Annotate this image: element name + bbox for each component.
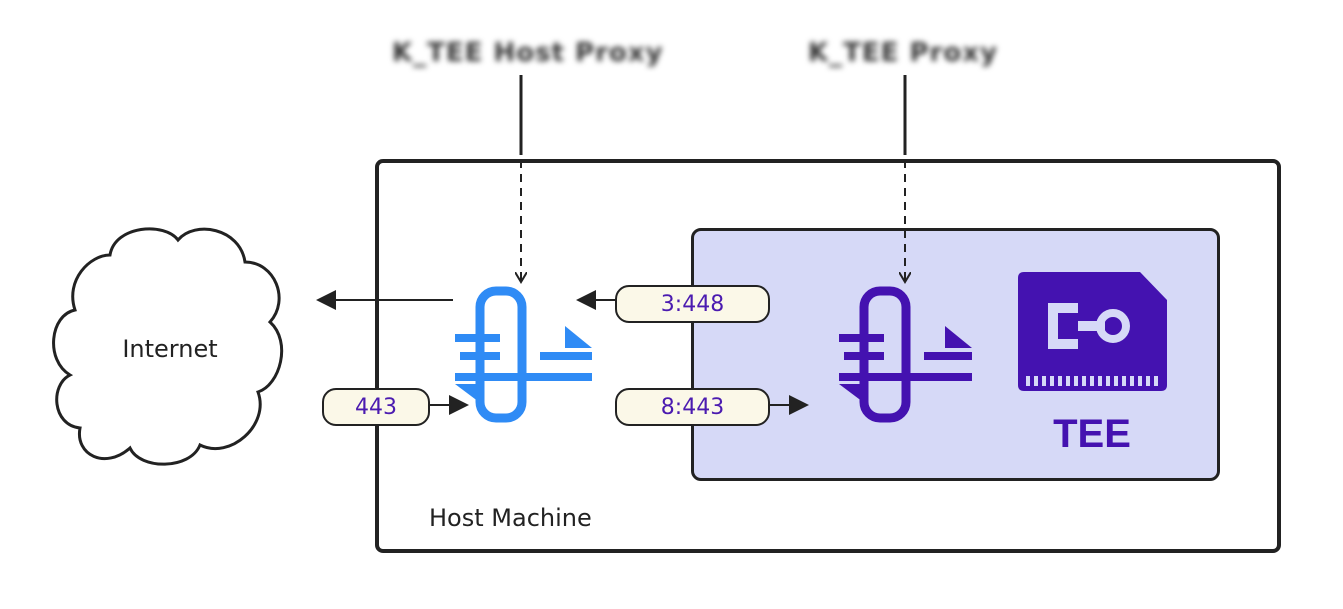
host-proxy-icon xyxy=(455,286,592,423)
tee-chip-icon xyxy=(1018,272,1167,391)
tee-proxy-top-label: K_TEE Proxy xyxy=(808,38,998,68)
internet-label: Internet xyxy=(122,335,218,363)
port-pill-tee-out: 3:448 xyxy=(615,285,770,323)
port-pill-internet-in: 443 xyxy=(322,388,430,426)
tee-label: TEE xyxy=(1053,412,1131,456)
tee-proxy-icon xyxy=(839,286,972,423)
host-proxy-top-label: K_TEE Host Proxy xyxy=(392,38,664,68)
host-machine-label: Host Machine xyxy=(429,504,592,532)
port-pill-tee-in: 8:443 xyxy=(615,388,770,426)
internet-cloud xyxy=(52,227,284,466)
